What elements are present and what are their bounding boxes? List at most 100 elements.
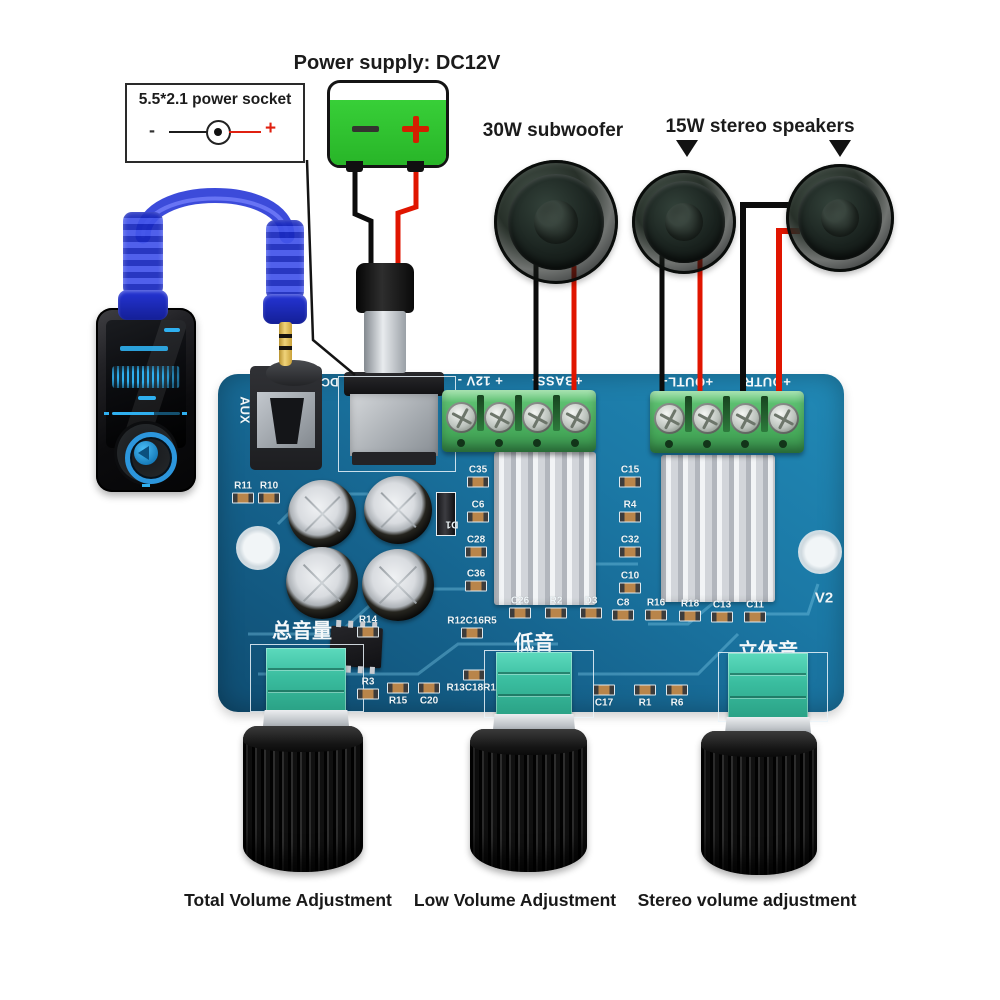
terminal-hole bbox=[571, 439, 579, 447]
progress-bar bbox=[112, 412, 180, 415]
terminal-screw bbox=[446, 402, 477, 433]
terminal-screw bbox=[560, 402, 591, 433]
adapter-plus-terminal bbox=[407, 161, 424, 172]
trace bbox=[578, 632, 740, 676]
dc-jack-center-pin-icon bbox=[214, 128, 222, 136]
adapter-red-wire bbox=[395, 166, 419, 268]
stereo-speaker-left bbox=[632, 170, 736, 274]
control-ring bbox=[125, 432, 177, 484]
terminal-screw bbox=[654, 403, 685, 434]
play-button bbox=[134, 441, 158, 465]
terminal-hole bbox=[533, 439, 541, 447]
right-speaker-red-wire bbox=[776, 228, 800, 400]
adapter-minus-terminal bbox=[346, 161, 363, 172]
aux-plug-3-5mm bbox=[279, 322, 292, 366]
mounting-hole-right bbox=[798, 530, 842, 574]
pot-bass-volume bbox=[496, 652, 572, 716]
socket-callout-leader-line bbox=[305, 159, 356, 376]
terminal-hole bbox=[457, 439, 465, 447]
terminal-screw bbox=[730, 403, 761, 434]
knob-stereo-volume bbox=[701, 731, 817, 875]
terminal-divider bbox=[761, 396, 768, 432]
terminal-divider bbox=[553, 395, 560, 431]
power-socket-callout: 5.5*2.1 power socket - + bbox=[125, 83, 305, 163]
pot-seam bbox=[498, 694, 570, 696]
screen-time-text bbox=[138, 396, 156, 400]
control-pad bbox=[117, 424, 177, 484]
speaker-dome bbox=[533, 199, 579, 245]
down-arrow-icon bbox=[829, 140, 851, 157]
knob-top bbox=[243, 726, 363, 752]
aux-cable-connector-left bbox=[123, 212, 163, 296]
waveform-display bbox=[112, 366, 180, 388]
power-adapter bbox=[327, 80, 449, 168]
terminal-screw bbox=[692, 403, 723, 434]
button-dot bbox=[142, 484, 150, 487]
button-dot bbox=[182, 412, 187, 415]
caption-total-volume: Total Volume Adjustment bbox=[184, 890, 392, 910]
terminal-hole bbox=[703, 440, 711, 448]
knob-top bbox=[701, 731, 817, 757]
terminal-hole bbox=[741, 440, 749, 448]
subwoofer-speaker bbox=[494, 160, 618, 284]
terminal-divider bbox=[477, 395, 484, 431]
knob-top bbox=[470, 729, 587, 755]
power-socket-label: 5.5*2.1 power socket bbox=[138, 91, 292, 108]
plug-ring bbox=[279, 346, 292, 350]
play-triangle-icon bbox=[138, 446, 149, 460]
pot-seam bbox=[498, 672, 570, 674]
knob-total-volume bbox=[243, 726, 363, 872]
power-supply-label: Power supply: DC12V bbox=[293, 52, 501, 74]
socket-plus-sign: + bbox=[265, 118, 277, 139]
trace bbox=[758, 583, 820, 616]
terminal-screw bbox=[522, 402, 553, 433]
plus-symbol-icon bbox=[412, 115, 419, 143]
stereo-speaker-right bbox=[786, 164, 894, 272]
electrolytic-capacitor bbox=[288, 480, 356, 548]
terminal-screw bbox=[484, 402, 515, 433]
subwoofer-label: 30W subwoofer bbox=[482, 120, 624, 141]
screen-title-text bbox=[120, 346, 168, 351]
pot-seam bbox=[730, 696, 806, 698]
terminal-divider bbox=[515, 395, 522, 431]
aux-jack-collar bbox=[266, 360, 322, 386]
aux-cable-sleeve-left bbox=[118, 290, 168, 320]
speaker-dome bbox=[665, 203, 703, 241]
diode-d1 bbox=[436, 492, 456, 536]
trace bbox=[648, 597, 719, 626]
pot-seam bbox=[268, 668, 344, 670]
dc-jack bbox=[350, 394, 438, 456]
socket-minus-sign: - bbox=[149, 120, 155, 140]
pot-seam bbox=[268, 690, 344, 692]
minus-symbol-icon bbox=[352, 126, 379, 132]
mp3-player bbox=[96, 308, 196, 492]
terminal-divider bbox=[723, 396, 730, 432]
button-dot bbox=[104, 412, 109, 415]
dc-jack-base bbox=[352, 452, 436, 465]
socket-plus-lead bbox=[229, 131, 261, 133]
electrolytic-capacitor bbox=[362, 549, 434, 621]
mounting-hole-left bbox=[236, 526, 280, 570]
caption-low-volume: Low Volume Adjustment bbox=[413, 890, 617, 910]
dc-plug-barrel bbox=[364, 311, 406, 373]
terminal-hole bbox=[665, 440, 673, 448]
aux-cable-connector-right bbox=[266, 220, 304, 300]
pot-stereo-volume bbox=[728, 653, 808, 719]
terminal-hole bbox=[495, 439, 503, 447]
terminal-block-power-bass bbox=[442, 390, 596, 452]
caption-stereo-volume: Stereo volume adjustment bbox=[637, 890, 857, 910]
terminal-screw bbox=[768, 403, 799, 434]
screen-status-text bbox=[164, 328, 180, 332]
pot-total-volume bbox=[266, 648, 346, 712]
adapter-body bbox=[330, 100, 446, 165]
adapter-black-wire bbox=[352, 166, 374, 268]
terminal-block-output bbox=[650, 391, 804, 453]
plug-ring bbox=[279, 334, 292, 338]
down-arrow-icon bbox=[676, 140, 698, 157]
heatsink-stereo bbox=[661, 455, 775, 602]
electrolytic-capacitor bbox=[364, 476, 432, 544]
knob-bass-volume bbox=[470, 729, 587, 872]
terminal-hole bbox=[779, 440, 787, 448]
